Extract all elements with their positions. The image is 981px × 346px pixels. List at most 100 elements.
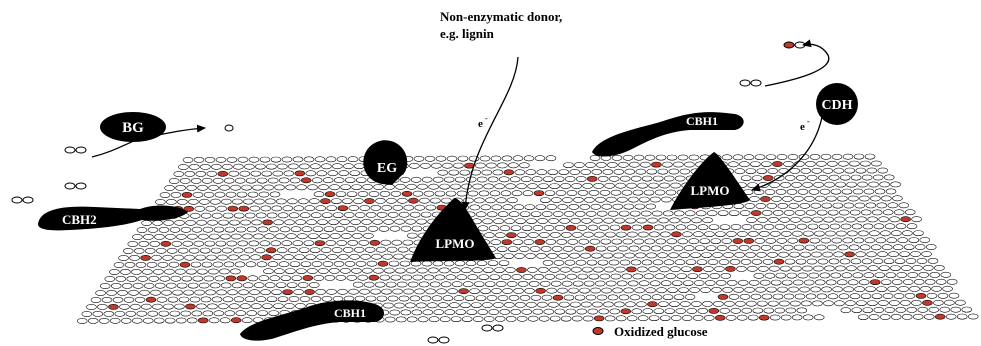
glucose-unit <box>746 252 756 257</box>
glucose-unit <box>307 268 317 273</box>
glucose-unit <box>535 156 545 161</box>
glucose-unit <box>891 314 901 319</box>
glucose-unit <box>920 237 930 242</box>
oxidized-glucose-unit <box>325 192 335 197</box>
glucose-unit <box>245 213 255 218</box>
glucose-unit <box>193 192 203 197</box>
glucose-unit <box>223 213 233 218</box>
glucose-unit <box>273 304 283 309</box>
glucose-unit <box>272 290 282 295</box>
glucose-unit <box>627 232 637 237</box>
glucose-unit <box>282 241 292 246</box>
glucose-unit <box>371 289 381 294</box>
glucose-unit <box>523 274 533 279</box>
glucose-unit <box>638 316 648 321</box>
glucose-unit <box>511 226 521 231</box>
glucose-unit <box>217 206 227 211</box>
glucose-unit <box>859 196 869 201</box>
oxidized-glucose-unit <box>237 276 247 281</box>
glucose-unit <box>238 157 248 162</box>
glucose-unit <box>422 261 432 266</box>
glucose-unit <box>441 282 451 287</box>
glucose-unit <box>236 227 246 232</box>
glucose-unit <box>674 295 684 300</box>
cbh1-top-label: CBH1 <box>686 114 718 128</box>
glucose-unit <box>859 280 869 285</box>
glucose-unit <box>815 196 825 201</box>
glucose-unit <box>242 185 252 190</box>
glucose-unit <box>362 268 372 273</box>
glucose-unit <box>230 220 240 225</box>
glucose-unit <box>906 258 916 263</box>
electron-sup-right: - <box>807 117 810 126</box>
glucose-unit <box>179 297 189 302</box>
glucose-unit <box>300 296 310 301</box>
glucose-unit <box>789 287 799 292</box>
glucose-unit <box>625 169 635 174</box>
cbh1-top-enzyme: CBH1 <box>592 112 744 156</box>
glucose-unit <box>194 157 204 162</box>
glucose-unit <box>324 227 334 232</box>
glucose-unit <box>703 218 713 223</box>
glucose-unit <box>781 315 791 320</box>
glucose-unit <box>755 155 765 160</box>
glucose-unit <box>255 248 265 253</box>
glucose-unit <box>693 232 703 237</box>
glucose-unit <box>627 316 637 321</box>
glucose-unit <box>896 224 906 229</box>
glucose-unit <box>885 307 895 312</box>
glucose-unit <box>174 255 184 260</box>
glucose-unit <box>575 295 585 300</box>
glucose-unit <box>835 217 845 222</box>
glucose-unit <box>344 212 354 217</box>
glucose-unit <box>593 218 603 223</box>
glucose-unit <box>470 205 480 210</box>
glucose-unit <box>866 287 876 292</box>
glucose-unit <box>559 170 569 175</box>
glucose-unit <box>729 294 739 299</box>
glucose-unit <box>526 170 536 175</box>
glucose-unit <box>263 269 273 274</box>
glucose-unit <box>784 210 794 215</box>
glucose-unit <box>599 309 609 314</box>
glucose-unit <box>873 175 883 180</box>
glucose-unit <box>497 163 507 168</box>
glucose-unit <box>207 171 217 176</box>
glucose-unit <box>663 211 673 216</box>
glucose-unit <box>622 274 632 279</box>
glucose-unit <box>922 251 932 256</box>
glucose-unit <box>145 248 155 253</box>
glucose-unit <box>638 183 648 188</box>
glucose-unit <box>457 275 467 280</box>
glucose-unit <box>410 296 420 301</box>
glucose-unit <box>133 283 143 288</box>
glucose-unit <box>826 196 836 201</box>
glucose-unit <box>366 212 376 217</box>
glucose-unit <box>420 163 430 168</box>
glucose-unit <box>854 154 864 159</box>
glucose-unit <box>918 307 928 312</box>
glucose-unit <box>565 176 575 181</box>
oxidized-glucose-unit <box>763 175 773 180</box>
glucose-unit <box>169 178 179 183</box>
glucose-unit <box>406 268 416 273</box>
electron-label-left: e <box>478 118 483 130</box>
glucose-unit <box>299 164 309 169</box>
glucose-unit <box>667 155 677 160</box>
glucose-unit <box>676 225 686 230</box>
glucose-unit <box>199 283 209 288</box>
glucose-unit <box>130 304 140 309</box>
glucose-unit <box>652 211 662 216</box>
glucose-unit <box>298 282 308 287</box>
glucose-unit <box>879 217 889 222</box>
glucose-unit <box>258 227 268 232</box>
glucose-unit <box>761 245 771 250</box>
glucose-unit <box>174 171 184 176</box>
glucose-unit <box>198 234 208 239</box>
glucose-unit <box>520 212 530 217</box>
glucose-unit <box>377 296 387 301</box>
glucose-unit <box>904 245 914 250</box>
glucose-unit <box>553 211 563 216</box>
glucose-unit <box>604 267 614 272</box>
glucose-unit <box>234 213 244 218</box>
